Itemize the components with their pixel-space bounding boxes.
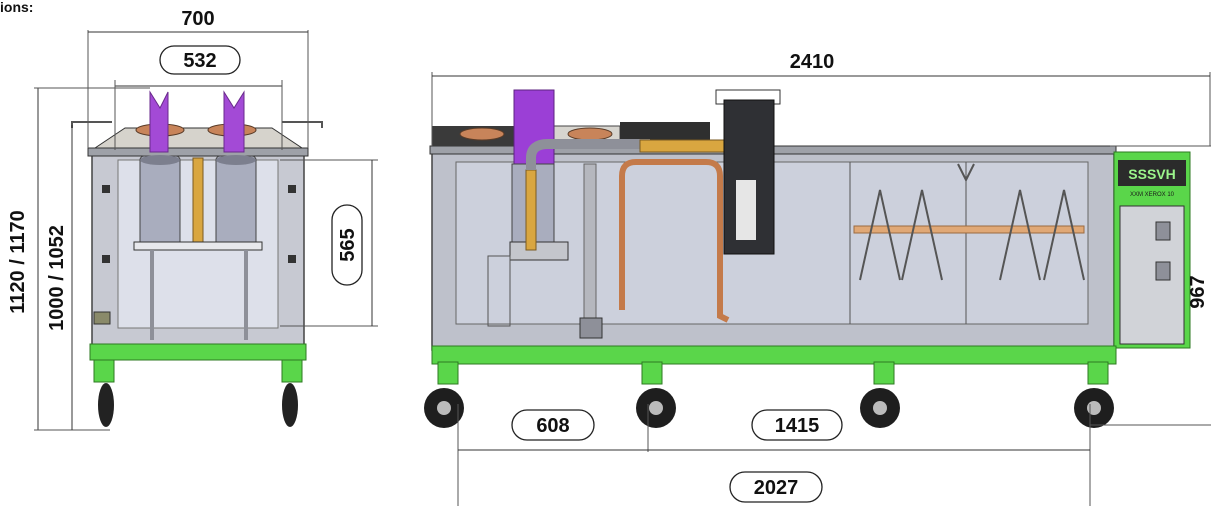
side-bowl-left: [459, 127, 505, 141]
front-frame-leg-left: [93, 359, 115, 383]
side-panel-brand: SSSVH: [1128, 166, 1175, 182]
dim-pill-532: [159, 45, 241, 75]
side-wheel-hub: [649, 401, 663, 415]
front-cylinder-top-right: [216, 155, 256, 165]
front-handle-left: [71, 121, 112, 128]
dim-label-565: 565: [337, 228, 359, 261]
front-purple-funnel-left: [149, 90, 169, 153]
front-cylinder-right: [215, 155, 257, 247]
front-cylinder-top-left: [140, 155, 180, 165]
side-bowl-right: [567, 127, 613, 141]
dim-pill-1415: [751, 409, 843, 441]
front-bolt: [288, 255, 296, 263]
front-drain-tap: [93, 311, 111, 325]
dim-label-1415: 1415: [775, 415, 820, 437]
front-purple-funnel-right: [223, 90, 245, 153]
side-panel-display: [1118, 160, 1186, 186]
side-cylinder-base: [509, 241, 569, 261]
side-frame-leg: [437, 361, 459, 385]
dim-label-700: 700: [181, 8, 214, 30]
front-cylinder-left: [139, 155, 181, 247]
dim-pill-2027: [729, 471, 823, 503]
front-bolt: [288, 185, 296, 193]
side-wheel-hub: [873, 401, 887, 415]
front-view: [71, 90, 323, 427]
side-column-base: [579, 317, 603, 339]
side-green-frame: [431, 345, 1117, 365]
side-racks: [859, 189, 1085, 281]
front-wheel-left: [98, 383, 114, 427]
side-filter-grid: [736, 180, 756, 240]
side-panel-switch: [1155, 221, 1171, 241]
front-shelf-leg-left: [150, 250, 154, 340]
side-view: SSSVH XXM XEROX 10: [424, 89, 1191, 428]
front-green-frame: [89, 343, 307, 361]
front-lid: [93, 127, 304, 149]
side-frame-leg: [1087, 361, 1109, 385]
side-copper-loop: [619, 159, 730, 323]
side-brass-pipe: [525, 169, 537, 251]
front-dimensions: 700 532 1120 / 1170 1000 / 1052 565: [7, 8, 378, 431]
dim-label-1120: 1120 / 1170: [7, 210, 29, 313]
dim-label-1000: 1000 / 1052: [46, 225, 68, 331]
front-bolt: [102, 185, 110, 193]
corner-label: ions:: [0, 0, 33, 15]
side-dimensions: 2410 967 608 1415 2027: [431, 51, 1211, 506]
front-shelf-leg-right: [244, 250, 248, 340]
side-panel-switch: [1155, 261, 1171, 281]
side-brass-manifold: [639, 139, 731, 153]
side-grey-pipe: [526, 139, 650, 170]
side-grey-column: [583, 163, 597, 325]
side-wood-rail: [853, 225, 1085, 234]
front-wheel-right: [282, 383, 298, 427]
front-brass-pipe: [192, 157, 204, 245]
side-frame-leg: [641, 361, 663, 385]
dim-label-967: 967: [1187, 275, 1209, 308]
side-wheel-hub: [1087, 401, 1101, 415]
side-rack-hook: [957, 163, 975, 183]
dim-pill-565: [331, 204, 363, 286]
front-bolt: [102, 255, 110, 263]
dim-label-2410: 2410: [790, 51, 835, 73]
side-small-stand: [487, 255, 511, 327]
front-frame-leg-right: [281, 359, 303, 383]
front-shelf: [133, 241, 263, 251]
dim-label-2027: 2027: [754, 477, 799, 499]
side-wheel-hub: [437, 401, 451, 415]
front-top-rim: [87, 147, 309, 157]
side-panel-door: [1119, 205, 1185, 345]
dim-label-608: 608: [536, 415, 569, 437]
side-frame-leg: [873, 361, 895, 385]
front-handle-right: [282, 121, 323, 128]
dim-label-532: 532: [183, 50, 216, 72]
side-panel-subtext: XXM XEROX 10: [1130, 192, 1175, 198]
dim-pill-608: [511, 409, 595, 441]
